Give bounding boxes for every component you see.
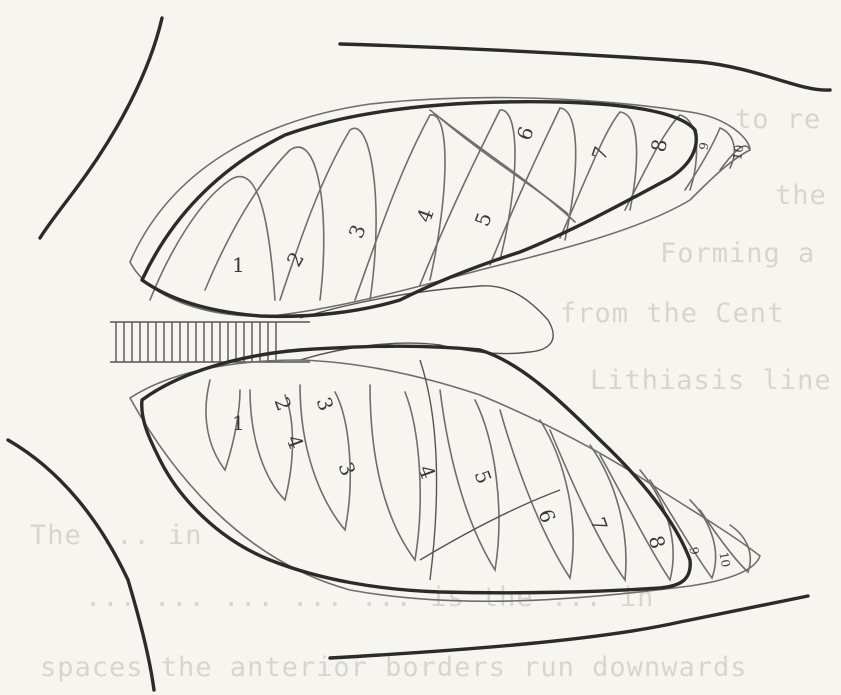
body-outline-left-top — [40, 18, 162, 238]
rib-number-label: 2 — [270, 394, 297, 414]
lower-rib-numbers: 1 2 3 4 3 4 5 6 7 8 9 10 — [232, 394, 733, 568]
rib-number-label: 6 — [534, 506, 561, 526]
rib-number-label: 4 — [412, 205, 439, 225]
rib-number-label: 9 — [686, 546, 701, 556]
rib-number-label: 6 — [512, 123, 539, 143]
rib-number-label: 9 — [696, 141, 711, 151]
rib-number-label: 10 — [730, 144, 746, 161]
rib-number-label: 2 — [282, 248, 309, 271]
lower-ribs — [130, 360, 760, 601]
rib-number-label: 8 — [644, 533, 670, 552]
rib-number-label: 4 — [282, 432, 309, 452]
rib-number-label: 3 — [344, 221, 371, 241]
body-outline-right-bottom — [330, 596, 808, 658]
rib-number-label: 3 — [312, 394, 339, 414]
body-outline-left-bottom — [8, 440, 154, 690]
rib-number-label: 1 — [232, 253, 245, 277]
rib-number-label: 5 — [470, 209, 497, 229]
rib-number-label: 1 — [232, 411, 245, 435]
body-outline-right-top — [340, 44, 830, 90]
rib-number-label: 5 — [470, 467, 497, 487]
vertebral-column — [110, 322, 310, 362]
rib-number-label: 10 — [716, 551, 732, 568]
rib-number-label: 8 — [646, 137, 672, 154]
upper-rib-numbers: 1 2 3 4 5 6 7 8 9 10 — [232, 123, 747, 277]
rib-number-label: 3 — [334, 459, 361, 479]
